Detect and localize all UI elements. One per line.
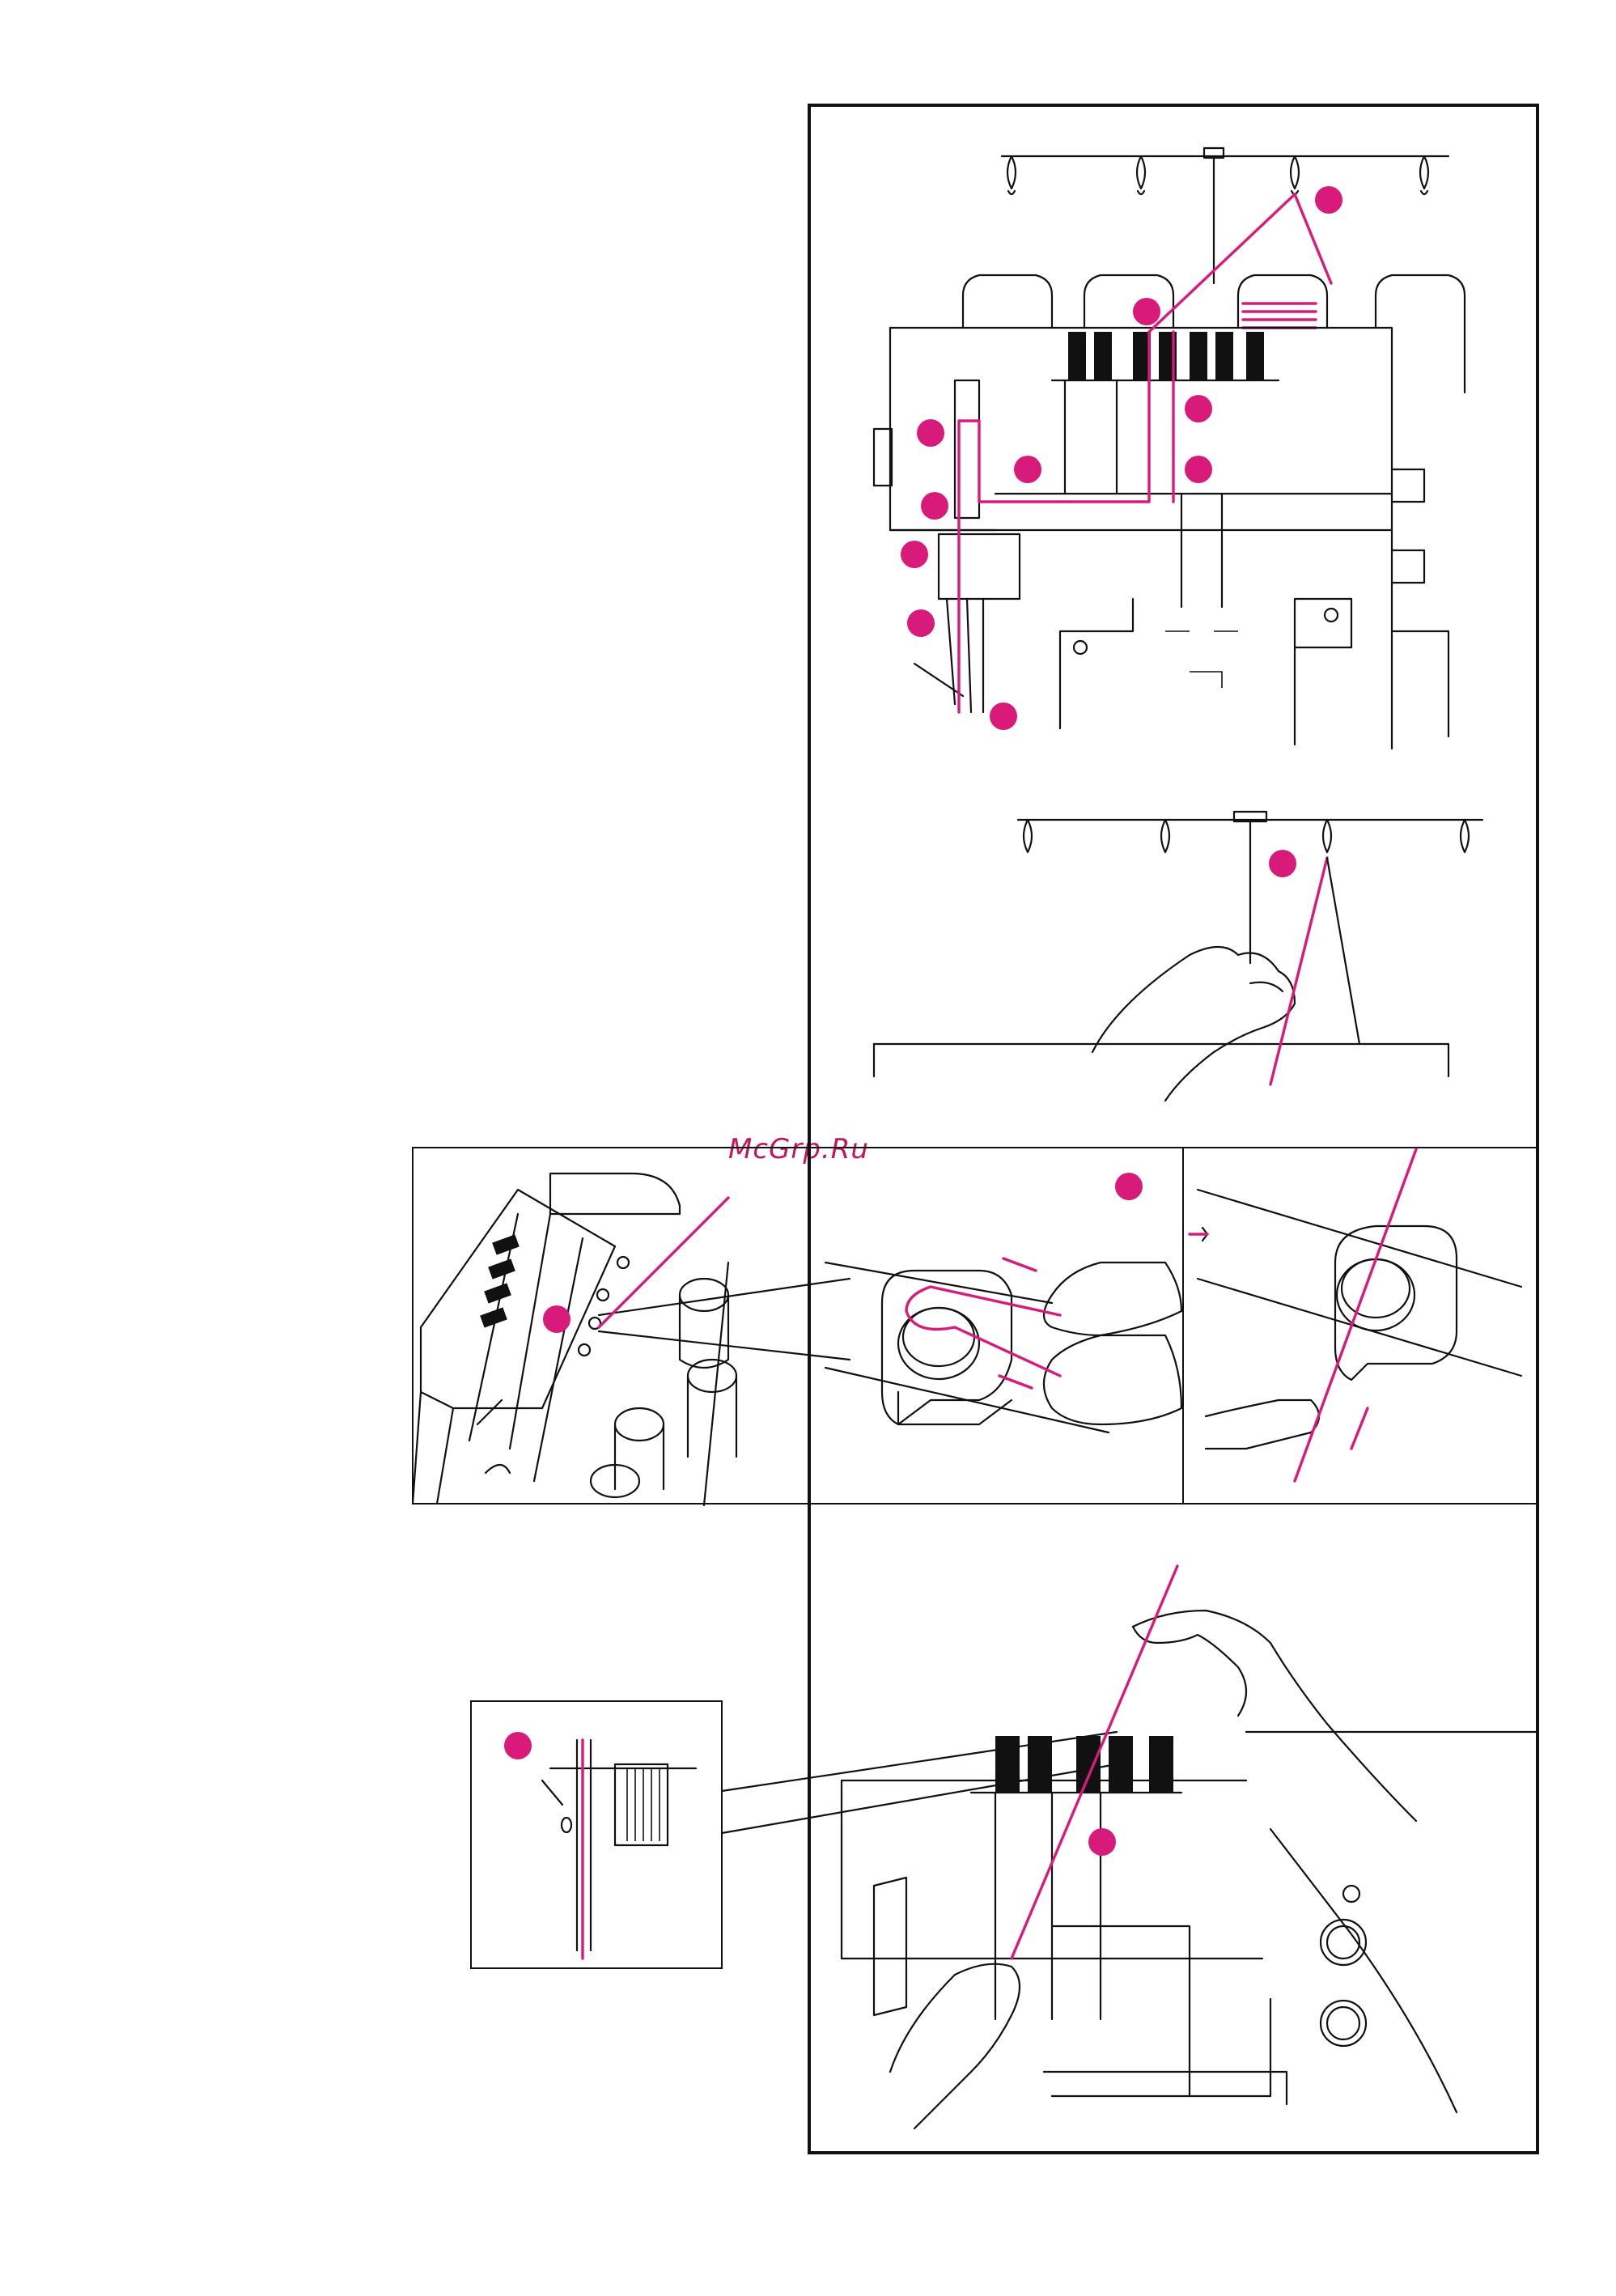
fig-hand-hook — [825, 1173, 1181, 1432]
fig-machine-overview — [874, 148, 1465, 749]
fig-hand-thread-guide — [874, 812, 1482, 1101]
fig-tension-detail — [413, 1173, 850, 1505]
inset-frame-left — [413, 1148, 809, 1504]
fig-hands-tension — [842, 1566, 1538, 2128]
fig-thread-pull — [1190, 1149, 1521, 1481]
